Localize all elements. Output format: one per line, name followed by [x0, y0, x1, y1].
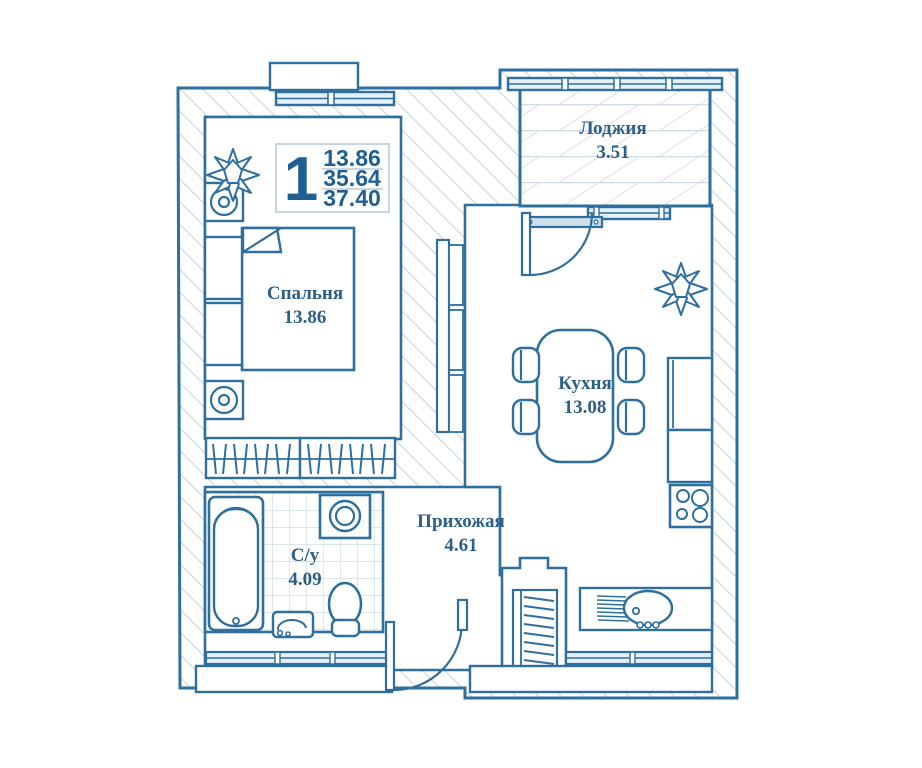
- window-icon: [204, 650, 394, 666]
- dining-table-icon: [535, 328, 615, 464]
- rooms-count: 1: [284, 145, 318, 214]
- room-floor-loggia: [518, 86, 712, 208]
- balcony-niche: [194, 664, 394, 694]
- chair-icon: [511, 398, 541, 436]
- room-labels: Спальня 13.86 Кухня 13.08 Лоджия 3.51 Пр…: [267, 118, 647, 590]
- bathroom-sink-icon: [271, 610, 315, 639]
- door-balcony-icon: [520, 211, 594, 277]
- room-label-loggia-area: 3.51: [596, 142, 629, 163]
- room-bathroom: [203, 490, 385, 639]
- room-label-bedroom-name: Спальня: [267, 283, 343, 304]
- area-total-without-loggia: 35.64: [323, 165, 381, 191]
- chair-icon: [616, 346, 646, 384]
- door-bathroom-icon: [384, 598, 469, 692]
- room-label-loggia-name: Лоджия: [579, 118, 646, 139]
- room-label-kitchen-name: Кухня: [558, 373, 612, 394]
- doors: [384, 211, 594, 692]
- window-icon: [506, 76, 724, 92]
- balcony-niche: [468, 664, 714, 694]
- room-label-kitchen-area: 13.08: [564, 397, 607, 418]
- plant-icon: [206, 148, 260, 202]
- partition: [448, 309, 464, 371]
- wardrobe-icon: [204, 436, 302, 480]
- room-label-hallway-name: Прихожая: [417, 511, 505, 532]
- room-label-bathroom-name: С/у: [291, 545, 320, 566]
- toilet-icon: [327, 581, 363, 638]
- bedroom-furniture: [203, 148, 397, 480]
- washing-machine-icon: [318, 493, 372, 540]
- window-icon: [274, 90, 396, 107]
- room-label-bedroom-area: 13.86: [284, 307, 327, 328]
- window-icon: [586, 205, 672, 221]
- kitchen-counter-icon: [666, 356, 714, 484]
- wardrobe-icon: [298, 436, 397, 480]
- hallway-wardrobe-icon: [500, 556, 568, 670]
- bed-icon: [203, 226, 356, 372]
- bathtub-icon: [207, 495, 265, 632]
- nightstand-lamp-icon: [203, 379, 245, 421]
- chair-icon: [616, 398, 646, 436]
- window-icon: [564, 650, 714, 666]
- partition: [448, 244, 464, 306]
- area-total-with-loggia: 37.40: [323, 185, 381, 211]
- kitchen-sink-icon: [596, 589, 674, 629]
- window-box: [268, 61, 360, 92]
- kitchen-furniture: [511, 262, 714, 632]
- windows: [194, 61, 724, 694]
- stove-icon: [668, 483, 714, 529]
- area-living: 13.86: [323, 145, 381, 171]
- area-summary-badge: 1 13.86 35.64 37.40: [275, 143, 390, 214]
- room-label-bathroom-area: 4.09: [288, 569, 321, 590]
- plant-icon: [654, 262, 708, 316]
- partition: [435, 238, 451, 434]
- chair-icon: [511, 346, 541, 384]
- room-label-hallway-area: 4.61: [444, 535, 477, 556]
- partition: [448, 374, 464, 433]
